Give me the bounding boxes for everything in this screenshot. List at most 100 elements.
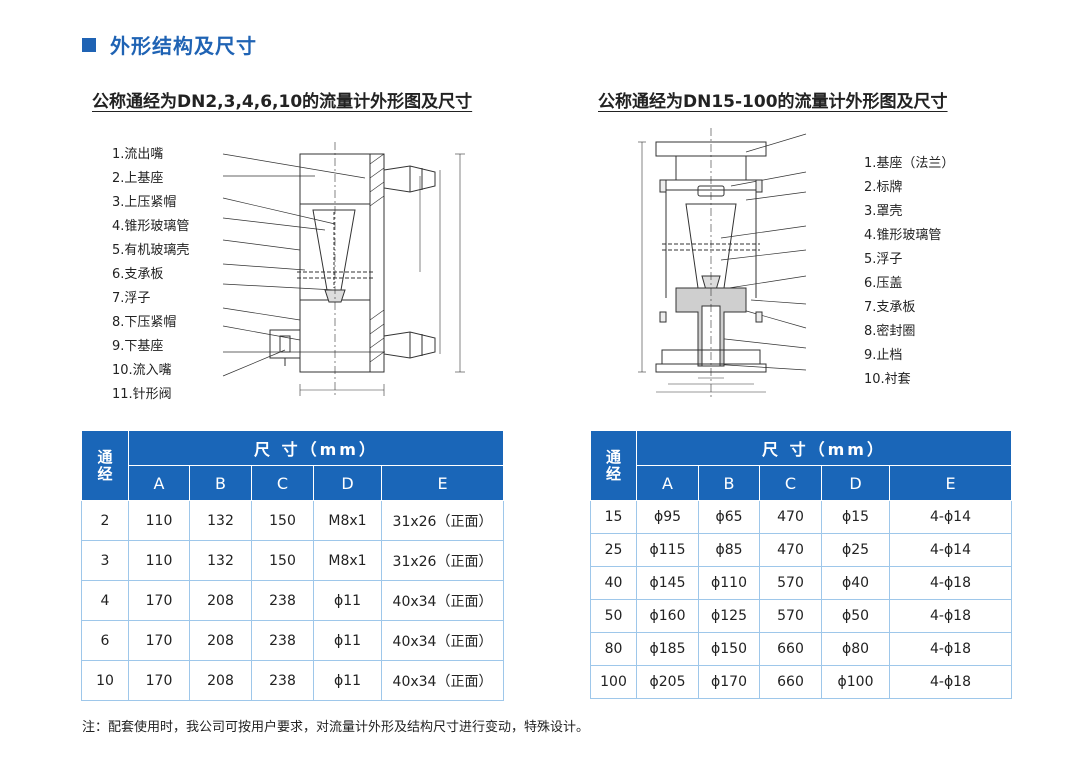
table-cell: 170 (128, 620, 190, 661)
legend-item: 9.下基座 (112, 339, 164, 354)
legend-item: 6.压盖 (864, 276, 903, 291)
table-cell: 4 (81, 580, 129, 621)
legend-item: 1.流出嘴 (112, 147, 164, 162)
legend-item: 7.支承板 (864, 300, 916, 315)
table-cell: 208 (189, 620, 252, 661)
column-header: E (381, 465, 504, 501)
table-corner-header: 通经 (590, 430, 637, 501)
table-cell: 10 (81, 660, 129, 701)
dimension-header: 尺 寸（mm） (636, 430, 1012, 466)
table-cell: 50 (590, 599, 637, 633)
table-cell: 2 (81, 500, 129, 541)
table-cell: ϕ15 (821, 500, 890, 534)
right-subtitle: 公称通经为DN15-100的流量计外形图及尺寸 (598, 92, 948, 112)
table-cell: ϕ50 (821, 599, 890, 633)
column-header: C (759, 465, 822, 501)
table-cell: 238 (251, 580, 314, 621)
table-cell: ϕ110 (698, 566, 760, 600)
column-header: B (698, 465, 760, 501)
table-cell: 4-ϕ14 (889, 500, 1012, 534)
table-cell: 208 (189, 660, 252, 701)
legend-item: 9.止档 (864, 348, 903, 363)
table-cell: 40 (590, 566, 637, 600)
table-cell: 238 (251, 660, 314, 701)
table-cell: M8x1 (313, 500, 382, 541)
table-cell: 570 (759, 566, 822, 600)
left-flowmeter-drawing (222, 142, 465, 398)
legend-item: 2.标牌 (864, 180, 903, 195)
table-cell: ϕ11 (313, 580, 382, 621)
table-cell: 208 (189, 580, 252, 621)
table-cell: 3 (81, 540, 129, 581)
legend-item: 8.密封圈 (864, 324, 916, 339)
table-cell: ϕ185 (636, 632, 699, 666)
table-corner-header: 通经 (81, 430, 129, 501)
table-cell: ϕ125 (698, 599, 760, 633)
table-cell: ϕ40 (821, 566, 890, 600)
column-header: B (189, 465, 252, 501)
table-cell: 25 (590, 533, 637, 567)
legend-item: 7.浮子 (112, 291, 151, 306)
table-cell: 170 (128, 580, 190, 621)
table-cell: 40x34（正面） (381, 580, 504, 621)
legend-item: 3.罩壳 (864, 204, 903, 219)
table-cell: ϕ115 (636, 533, 699, 567)
table-cell: ϕ11 (313, 660, 382, 701)
table-cell: ϕ170 (698, 665, 760, 699)
table-cell: 100 (590, 665, 637, 699)
table-cell: ϕ160 (636, 599, 699, 633)
legend-item: 4.锥形玻璃管 (112, 219, 190, 234)
table-cell: 40x34（正面） (381, 660, 504, 701)
column-header: D (821, 465, 890, 501)
table-cell: 110 (128, 500, 190, 541)
legend-item: 6.支承板 (112, 267, 164, 282)
table-cell: ϕ145 (636, 566, 699, 600)
table-cell: 4-ϕ18 (889, 632, 1012, 666)
table-cell: 660 (759, 665, 822, 699)
legend-item: 4.锥形玻璃管 (864, 228, 942, 243)
legend-item: 5.浮子 (864, 252, 903, 267)
table-cell: ϕ205 (636, 665, 699, 699)
table-cell: 31x26（正面） (381, 540, 504, 581)
table-cell: ϕ65 (698, 500, 760, 534)
right-legend: 1.基座（法兰） 2.标牌 3.罩壳 4.锥形玻璃管 5.浮子 6.压盖 7.支… (864, 152, 954, 392)
column-header: A (128, 465, 190, 501)
table-cell: 570 (759, 599, 822, 633)
table-cell: 4-ϕ18 (889, 566, 1012, 600)
legend-item: 3.上压紧帽 (112, 195, 177, 210)
dimension-header: 尺 寸（mm） (128, 430, 504, 466)
table-cell: 132 (189, 500, 252, 541)
table-cell: 170 (128, 660, 190, 701)
table-cell: ϕ25 (821, 533, 890, 567)
table-cell: 4-ϕ18 (889, 665, 1012, 699)
column-header: A (636, 465, 699, 501)
table-cell: 40x34（正面） (381, 620, 504, 661)
right-flowmeter-drawing (638, 128, 807, 398)
section-header: 外形结构及尺寸 (82, 30, 257, 59)
legend-item: 1.基座（法兰） (864, 156, 955, 171)
table-cell: M8x1 (313, 540, 382, 581)
table-cell: ϕ11 (313, 620, 382, 661)
legend-item: 2.上基座 (112, 171, 164, 186)
table-cell: ϕ100 (821, 665, 890, 699)
column-header: C (251, 465, 314, 501)
table-cell: ϕ85 (698, 533, 760, 567)
legend-item: 10.衬套 (864, 372, 911, 387)
table-cell: 150 (251, 500, 314, 541)
table-cell: 110 (128, 540, 190, 581)
table-cell: ϕ150 (698, 632, 760, 666)
table-cell: ϕ95 (636, 500, 699, 534)
legend-item: 11.针形阀 (112, 387, 172, 402)
table-cell: 80 (590, 632, 637, 666)
legend-item: 8.下压紧帽 (112, 315, 177, 330)
table-cell: 31x26（正面） (381, 500, 504, 541)
